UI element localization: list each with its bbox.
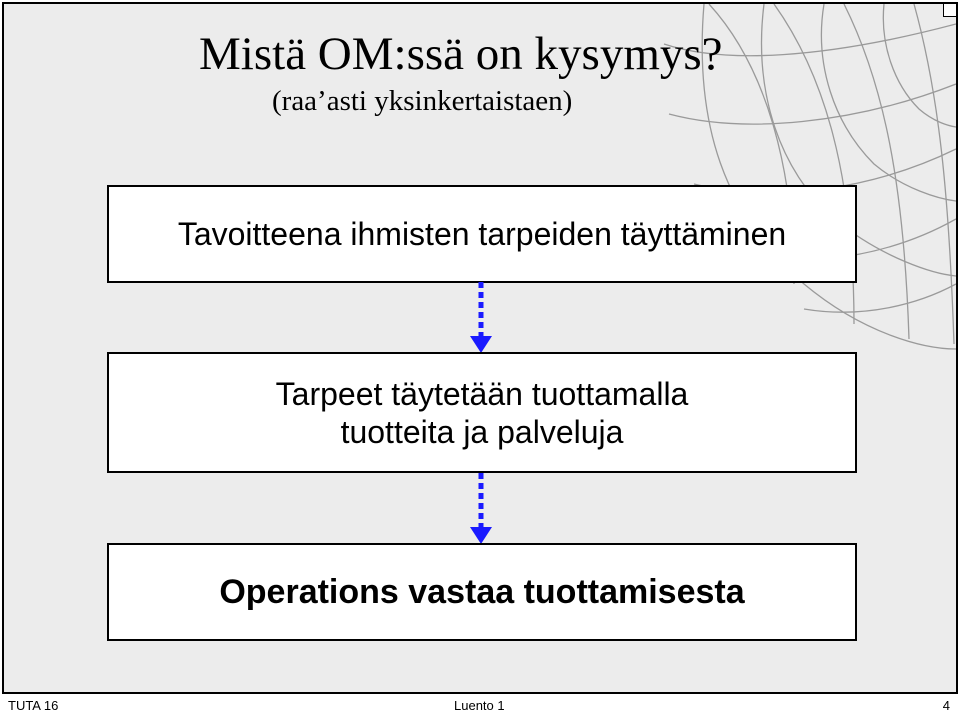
needs-text-line2: tuotteita ja palveluja — [340, 413, 624, 450]
needs-box: Tarpeet täytetään tuottamalla tuotteita … — [107, 352, 857, 473]
footer-lecture: Luento 1 — [454, 698, 505, 713]
down-arrow-icon — [470, 282, 492, 353]
slide-title: Mistä OM:ssä on kysymys? — [199, 28, 723, 80]
footer-page-number: 4 — [942, 698, 950, 713]
slide-subtitle: (raa’asti yksinkertaistaen) — [272, 85, 573, 117]
footer-course: TUTA 16 — [8, 698, 59, 713]
goal-text: Tavoitteena ihmisten tarpeiden täyttämin… — [177, 215, 787, 252]
down-arrow-icon — [470, 473, 492, 544]
operations-text: Operations vastaa tuottamisesta — [219, 572, 745, 611]
globe-grid-graphic — [663, 4, 956, 350]
slide: Mistä OM:ssä on kysymys? (raa’asti yksin… — [2, 2, 958, 694]
goal-box: Tavoitteena ihmisten tarpeiden täyttämin… — [107, 185, 857, 283]
operations-box: Operations vastaa tuottamisesta — [107, 543, 857, 641]
footer: TUTA 16 Luento 1 4 — [0, 694, 960, 716]
needs-text-line1: Tarpeet täytetään tuottamalla — [275, 375, 689, 412]
corner-mark — [943, 4, 956, 17]
